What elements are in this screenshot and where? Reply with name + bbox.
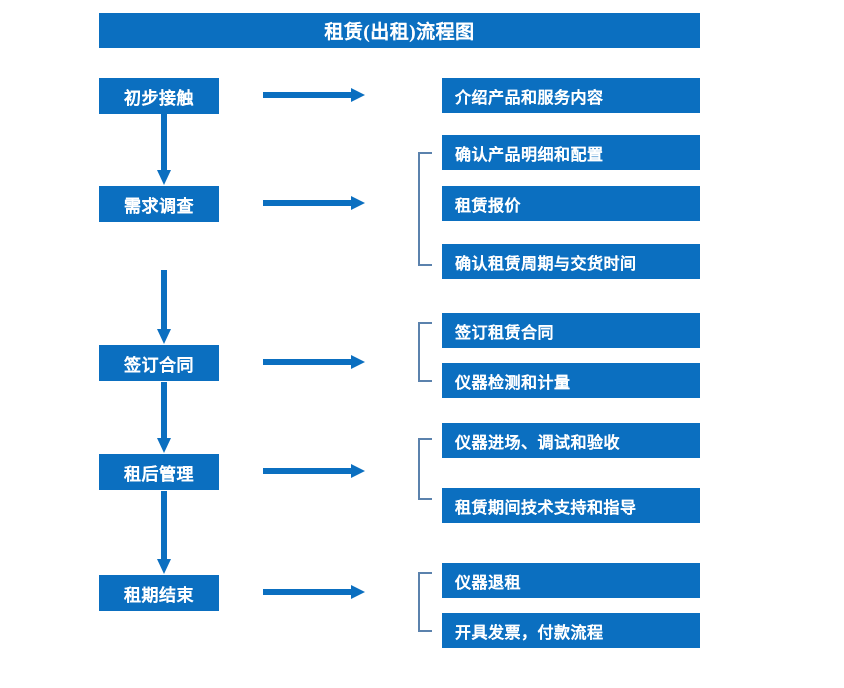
detail-box-technical-support[interactable]: 租赁期间技术支持和指导 (442, 488, 700, 523)
detail-box-rental-quotation[interactable]: 租赁报价 (442, 186, 700, 221)
group-bracket-icon-rental-end (418, 572, 432, 632)
page-title: 租赁(出租)流程图 (99, 13, 700, 48)
stage-box-rental-end[interactable]: 租期结束 (99, 575, 219, 611)
arrow-down-icon-contact-to-survey (156, 114, 172, 186)
arrow-down-icon-contract-to-management (156, 382, 172, 454)
arrow-right-icon-sign-contract (263, 355, 365, 369)
detail-box-confirm-period-delivery[interactable]: 确认租赁周期与交货时间 (442, 244, 700, 279)
detail-box-sign-rental-contract[interactable]: 签订租赁合同 (442, 313, 700, 348)
stage-box-initial-contact[interactable]: 初步接触 (99, 78, 219, 114)
detail-box-confirm-product-details[interactable]: 确认产品明细和配置 (442, 135, 700, 170)
stage-box-post-rental-management[interactable]: 租后管理 (99, 454, 219, 490)
group-bracket-icon-post-rental-management (418, 438, 432, 500)
detail-box-instrument-inspection[interactable]: 仪器检测和计量 (442, 363, 700, 398)
group-bracket-icon-demand-survey (418, 152, 432, 266)
arrow-right-icon-initial-contact (263, 88, 365, 102)
detail-box-instrument-return[interactable]: 仪器退租 (442, 563, 700, 598)
detail-box-invoice-payment[interactable]: 开具发票，付款流程 (442, 613, 700, 648)
detail-box-introduce-products[interactable]: 介绍产品和服务内容 (442, 78, 700, 113)
arrow-down-icon-survey-to-contract (156, 270, 172, 345)
group-bracket-icon-sign-contract (418, 322, 432, 382)
arrow-right-icon-rental-end (263, 585, 365, 599)
stage-box-demand-survey[interactable]: 需求调查 (99, 186, 219, 222)
arrow-down-icon-management-to-end (156, 491, 172, 575)
arrow-right-icon-post-rental-management (263, 464, 365, 478)
arrow-right-icon-demand-survey (263, 196, 365, 210)
detail-box-instrument-entry-debug[interactable]: 仪器进场、调试和验收 (442, 423, 700, 458)
stage-box-sign-contract[interactable]: 签订合同 (99, 345, 219, 381)
